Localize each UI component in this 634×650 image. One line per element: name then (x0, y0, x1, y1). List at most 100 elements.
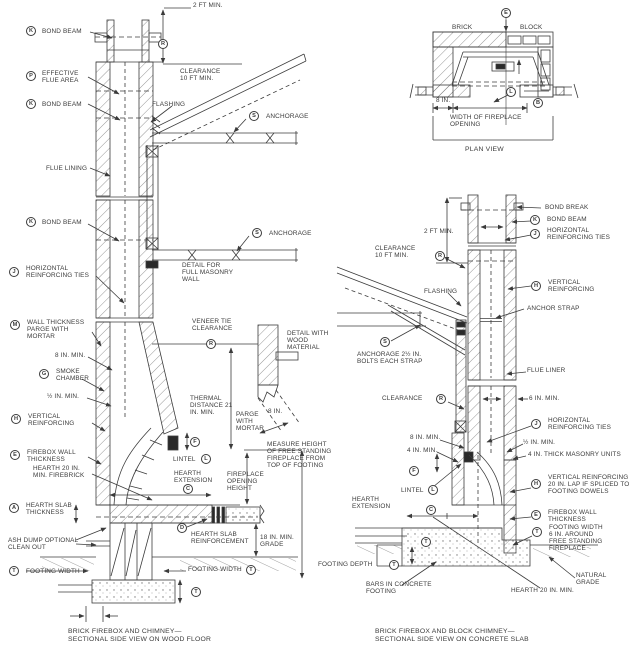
label-hearth-extension-r: HEARTH EXTENSION (352, 496, 391, 510)
label-anchorage-1: ANCHORAGE (266, 113, 309, 120)
callout-h: H (11, 414, 21, 424)
label-thermal-distance: THERMAL DISTANCE 21 IN. MIN. (190, 395, 233, 416)
label-8in-plan: 8 IN. (436, 97, 451, 104)
label-footing-width-left: FOOTING WIDTH (26, 568, 80, 575)
label-horizontal-ties: HORIZONTAL REINFORCING TIES (26, 265, 89, 279)
label-smoke-chamber: SMOKE CHAMBER (56, 368, 90, 382)
callout-k: K (26, 26, 36, 36)
label-bond-beam-3: BOND BEAM (42, 219, 82, 226)
label-6in-min: 6 IN. MIN. (529, 395, 560, 402)
callout-h: H (531, 479, 541, 489)
callout-r: R (206, 339, 216, 349)
label-8in: 8 IN. (268, 408, 283, 415)
callout-f: F (190, 437, 200, 447)
label-width-of-opening: WIDTH OF FIREPLACE OPENING (450, 114, 522, 128)
label-hearth-20: HEARTH 20 IN. MIN. FIREBRICK (33, 465, 85, 479)
label-4in-min: 4 IN. MIN. (407, 447, 438, 454)
label-bond-break: BOND BREAK (545, 204, 589, 211)
label-hearth-20-r: HEARTH 20 IN. MIN. (511, 587, 574, 594)
callout-c: C (426, 505, 436, 515)
callout-e: E (501, 8, 511, 18)
callout-t: T (532, 527, 542, 537)
label-ash-dump: ASH DUMP OPTIONAL CLEAN OUT (8, 537, 79, 551)
callout-s: S (252, 228, 262, 238)
caption-plan-view: PLAN VIEW (465, 146, 504, 153)
label-hearth-extension: HEARTH EXTENSION (174, 470, 213, 484)
label-footing-width-free: FOOTING WIDTH 6 IN. AROUND FREE STANDING… (549, 524, 603, 552)
callout-k: K (26, 99, 36, 109)
label-bond-beam-r: BOND BEAM (547, 216, 587, 223)
callout-l: L (201, 454, 211, 464)
label-half-in-min-r: ½ IN. MIN. (523, 439, 556, 446)
callout-a: A (9, 503, 19, 513)
label-clearance-r2: CLEARANCE (382, 395, 423, 402)
callout-l: L (428, 485, 438, 495)
label-anchor-strap: ANCHOR STRAP (527, 305, 580, 312)
callout-j: J (9, 267, 19, 277)
label-flashing-r: FLASHING (424, 288, 458, 295)
callout-p: P (26, 71, 36, 81)
callout-t: T (191, 587, 201, 597)
label-brick: BRICK (452, 24, 473, 31)
label-hearth-slab-thickness: HEARTH SLAB THICKNESS (26, 502, 72, 516)
callout-t: T (389, 560, 399, 570)
label-footing-width-right: FOOTING WIDTH (188, 566, 242, 573)
callout-f: F (409, 466, 419, 476)
caption-right-view: BRICK FIREBOX AND BLOCK CHIMNEY— SECTION… (375, 628, 529, 643)
callout-e: E (10, 450, 20, 460)
label-hearth-slab-reinforcement: HEARTH SLAB REINFORCEMENT (191, 531, 249, 545)
callout-j: J (530, 229, 540, 239)
callout-c: C (183, 484, 193, 494)
label-vertical-reinforcing: VERTICAL REINFORCING (28, 413, 75, 427)
caption-left-view: BRICK FIREBOX AND CHIMNEY— SECTIONAL SID… (68, 628, 212, 643)
callout-g: G (39, 369, 49, 379)
label-effective-flue-area: EFFECTIVE FLUE AREA (42, 70, 79, 84)
callout-j: J (531, 419, 541, 429)
label-clearance-10ft: CLEARANCE 10 FT MIN. (180, 68, 221, 82)
label-detail-wood: DETAIL WITH WOOD MATERIAL (287, 330, 329, 351)
label-natural-grade: NATURAL GRADE (576, 572, 607, 586)
label-firebox-wall-r: FIREBOX WALL THICKNESS (548, 509, 597, 523)
label-detail-full-masonry: DETAIL FOR FULL MASONRY WALL (182, 262, 234, 283)
label-bond-beam-1: BOND BEAM (42, 28, 82, 35)
callout-l: L (506, 87, 516, 97)
label-wall-thickness: WALL THICKNESS PARGE WITH MORTAR (27, 319, 85, 340)
callout-s: S (380, 337, 390, 347)
label-block: BLOCK (520, 24, 543, 31)
label-clearance-10ft-r: CLEARANCE 10 FT MIN. (375, 245, 416, 259)
label-8in-min-r: 8 IN. MIN. (410, 434, 441, 441)
label-parge-mortar: PARGE WITH MORTAR (236, 411, 264, 432)
label-opening-height: FIREPLACE OPENING HEIGHT (227, 471, 264, 492)
callout-t: T (421, 537, 431, 547)
callout-d: D (177, 523, 187, 533)
callout-t: T (246, 565, 256, 575)
callout-r: R (435, 251, 445, 261)
label-flue-liner: FLUE LINER (527, 367, 566, 374)
dim-2ft-min-r: 2 FT MIN. (424, 228, 454, 235)
callout-k: K (26, 217, 36, 227)
label-lintel-r: LINTEL (401, 487, 424, 494)
label-4in-thick-masonry: 4 IN. THICK MASONRY UNITS (528, 451, 621, 458)
label-footing-depth: FOOTING DEPTH (318, 561, 373, 568)
label-flashing: FLASHING (152, 101, 186, 108)
dim-2ft-min: 2 FT MIN. (193, 2, 223, 9)
callout-h: H (531, 281, 541, 291)
label-horizontal-ties-r2: HORIZONTAL REINFORCING TIES (548, 417, 611, 431)
callout-k: K (530, 215, 540, 225)
label-vertical-reinforcing-r: VERTICAL REINFORCING (548, 279, 595, 293)
label-18in-grade: 18 IN. MIN. GRADE (260, 534, 294, 548)
label-vertical-reinforcing-lap: VERTICAL REINFORCING 20 IN. LAP IF SPLIC… (548, 474, 630, 495)
callout-e: E (531, 510, 541, 520)
label-anchorage-2: ANCHORAGE (269, 230, 312, 237)
label-bars-in-footing: BARS IN CONCRETE FOOTING (366, 581, 432, 595)
callout-b: B (533, 98, 543, 108)
label-horizontal-ties-r1: HORIZONTAL REINFORCING TIES (547, 227, 610, 241)
label-anchorage-bolts: ANCHORAGE 2½ IN. BOLTS EACH STRAP (357, 351, 423, 365)
label-lintel: LINTEL (173, 456, 196, 463)
callout-t: T (9, 566, 19, 576)
callout-s: S (249, 111, 259, 121)
callout-m: M (10, 320, 20, 330)
label-bond-beam-2: BOND BEAM (42, 101, 82, 108)
